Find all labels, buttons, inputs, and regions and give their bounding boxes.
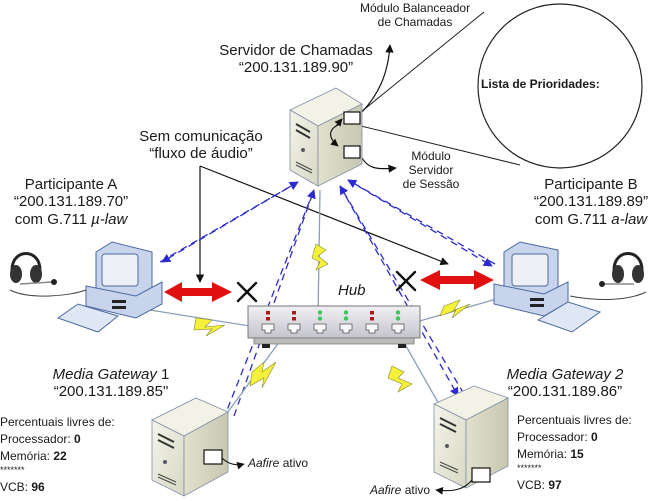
media-gateway-2-label: Media Gateway 2 “200.131.189.86” bbox=[490, 366, 640, 401]
media-gateway-1-ip: “200.131.189.85" bbox=[53, 383, 169, 401]
session-module-arrow bbox=[361, 157, 397, 173]
hub-led-red bbox=[370, 317, 374, 321]
participant-b-ip: “200.131.189.89” bbox=[533, 193, 649, 211]
hub-port-jack bbox=[313, 323, 327, 334]
gw2-memory-value: 15 bbox=[570, 447, 584, 461]
hub-port bbox=[261, 311, 275, 334]
aafire-module-box-1 bbox=[203, 449, 223, 465]
media-gateway-1-stats: Percentuais livres de: Processador: 0 Me… bbox=[0, 415, 115, 494]
priority-list-callout bbox=[360, 3, 643, 169]
media-gateway-2-server-icon bbox=[433, 385, 509, 495]
no-communication-label: Sem comunicação “fluxo de áudio” bbox=[139, 128, 263, 163]
signalling-links bbox=[159, 179, 496, 439]
participant-a-headset-icon bbox=[9, 252, 87, 297]
hub-led-red bbox=[292, 311, 296, 315]
hub-port-jack bbox=[287, 323, 301, 334]
hub-led-green bbox=[317, 310, 323, 315]
participant-a-label: Participante A “200.131.189.70” com G.71… bbox=[0, 176, 142, 228]
hub-led-green bbox=[395, 310, 401, 315]
hub-port-jack bbox=[365, 323, 379, 334]
participant-a-computer-icon bbox=[56, 241, 163, 333]
hub-led-red bbox=[292, 317, 296, 321]
hub-device bbox=[247, 305, 421, 348]
hub-port bbox=[391, 310, 405, 334]
gw2-aafire-status: Aafire ativo bbox=[370, 483, 431, 497]
hub-port bbox=[313, 310, 327, 334]
participant-b-codec: com G.711 a-law bbox=[534, 210, 648, 228]
bolt-gateway-1 bbox=[249, 361, 277, 389]
bolt-server bbox=[311, 243, 329, 271]
hub-port bbox=[365, 311, 379, 334]
participant-a-title: Participante A bbox=[24, 176, 118, 193]
hub-port bbox=[339, 310, 353, 334]
audio-flow-a bbox=[164, 281, 258, 303]
balancer-module-label: Módulo Balanceador de Chamadas bbox=[360, 1, 471, 29]
no-communication-pointers bbox=[195, 165, 449, 283]
call-server-ip: “200.131.189.90” bbox=[238, 59, 354, 77]
blocked-x-icon-b bbox=[395, 270, 417, 292]
priority-list-title: Lista de Prioridades: bbox=[481, 77, 600, 91]
call-server-label: Servidor de Chamadas “200.131.189.90” bbox=[196, 42, 396, 77]
hub-label: Hub bbox=[338, 282, 366, 299]
hub-led-red bbox=[266, 311, 270, 315]
balancer-module-arrow bbox=[361, 44, 394, 113]
gw1-processor-value: 0 bbox=[74, 432, 81, 446]
participant-a-codec: com G.711 µ-law bbox=[14, 210, 128, 228]
hub-led-green bbox=[343, 316, 349, 321]
call-server-title: Servidor de Chamadas bbox=[219, 42, 373, 59]
gw2-vcb-value: 97 bbox=[548, 478, 562, 492]
participant-b-label: Participante B “200.131.189.89” com G.71… bbox=[520, 176, 658, 228]
balancer-module-box bbox=[343, 111, 361, 125]
participant-b-headset-icon bbox=[569, 252, 647, 300]
hub-port-jack bbox=[261, 323, 275, 334]
hub-led-red bbox=[370, 311, 374, 315]
session-module-box bbox=[343, 145, 361, 159]
wireless-bolts bbox=[193, 243, 471, 393]
bolt-participant-a bbox=[193, 317, 226, 337]
gw2-processor-value: 0 bbox=[591, 430, 598, 444]
participant-b-title: Participante B bbox=[544, 176, 638, 193]
bolt-participant-b bbox=[439, 299, 471, 319]
aafire-module-box-2 bbox=[471, 467, 491, 483]
audio-flow-b bbox=[395, 270, 494, 292]
blocked-x-icon-a bbox=[236, 281, 258, 303]
hub-port-jack bbox=[391, 323, 405, 334]
participant-b-computer-icon bbox=[493, 241, 602, 333]
hub-led-red bbox=[266, 317, 270, 321]
hub-port bbox=[287, 311, 301, 334]
media-gateway-2-ip: “200.131.189.86” bbox=[507, 383, 623, 401]
participant-a-ip: “200.131.189.70” bbox=[13, 193, 129, 211]
priority-list-circle bbox=[477, 3, 643, 169]
call-server-icon bbox=[289, 87, 363, 187]
media-gateway-1-server-icon bbox=[151, 397, 245, 497]
gw1-memory-value: 22 bbox=[53, 449, 67, 463]
media-gateway-2-stats: Percentuais livres de: Processador: 0 Me… bbox=[517, 413, 632, 492]
hub-led-green bbox=[317, 316, 323, 321]
hub-led-green bbox=[343, 310, 349, 315]
gw1-aafire-status: Aafire ativo bbox=[248, 456, 309, 470]
hub-led-green bbox=[395, 316, 401, 321]
media-gateway-1-label: Media Gateway 1 “200.131.189.85" bbox=[36, 366, 186, 401]
hub-port-jack bbox=[339, 323, 353, 334]
session-module-label: Módulo Servidor de Sessão bbox=[402, 149, 460, 191]
bolt-gateway-2 bbox=[387, 365, 413, 393]
gw1-vcb-value: 96 bbox=[31, 480, 45, 494]
